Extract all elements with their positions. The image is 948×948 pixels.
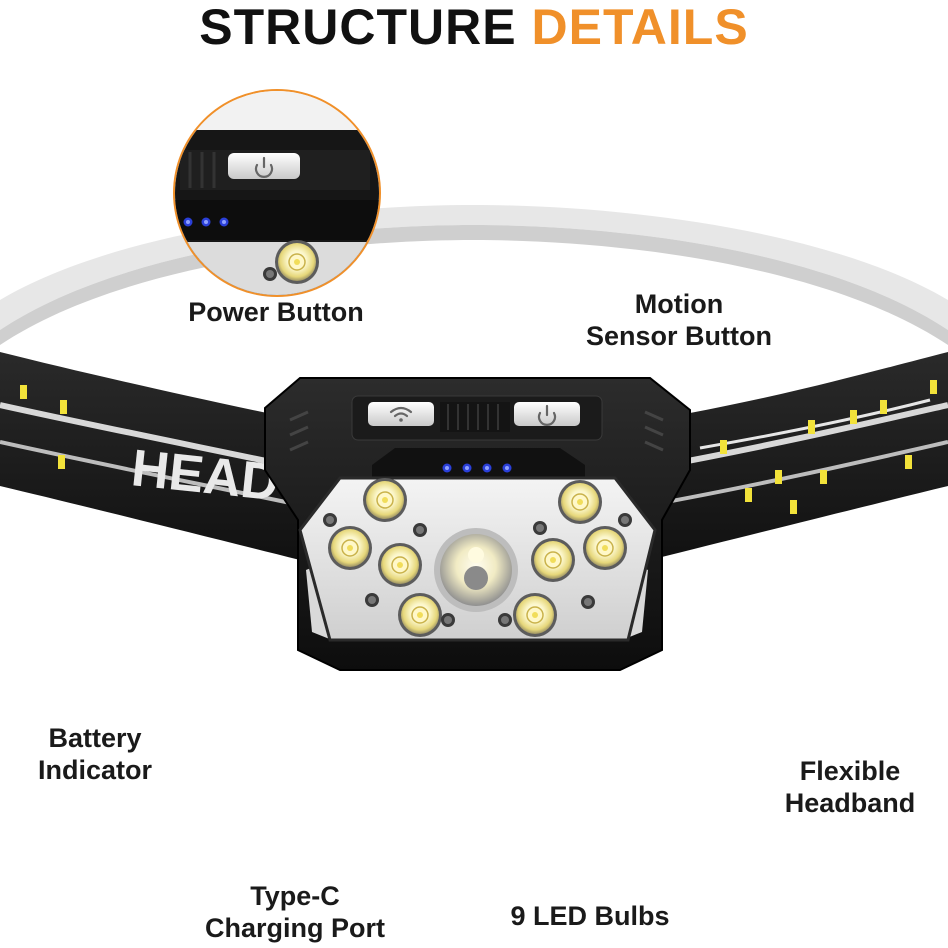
label-power-button-text: Power Button (188, 297, 364, 327)
headlamp-body (264, 377, 691, 671)
label-flexible-headband: Flexible Headband (770, 755, 930, 819)
title-word-structure: STRUCTURE (199, 0, 517, 55)
label-typec-port: Type-C Charging Port (180, 880, 410, 944)
label-flexible-line1: Flexible (799, 756, 901, 786)
label-led-bulbs: 9 LED Bulbs (500, 900, 680, 932)
label-typec-line2: Charging Port (205, 913, 385, 943)
page-title: STRUCTURE DETAILS (0, 2, 948, 52)
label-flexible-line2: Headband (784, 788, 916, 818)
callout-power-button (173, 89, 381, 297)
label-battery-indicator: Battery Indicator (20, 722, 170, 786)
label-battery-line2: Indicator (37, 755, 152, 785)
label-motion-line1: Motion (634, 289, 724, 319)
label-battery-line1: Battery (48, 723, 142, 753)
label-motion-sensor: Motion Sensor Button (572, 288, 786, 352)
label-typec-line1: Type-C (250, 881, 340, 911)
title-word-details: DETAILS (531, 0, 749, 55)
label-led-bulbs-text: 9 LED Bulbs (510, 901, 670, 931)
label-power-button: Power Button (176, 296, 376, 328)
label-motion-line2: Sensor Button (586, 321, 772, 351)
